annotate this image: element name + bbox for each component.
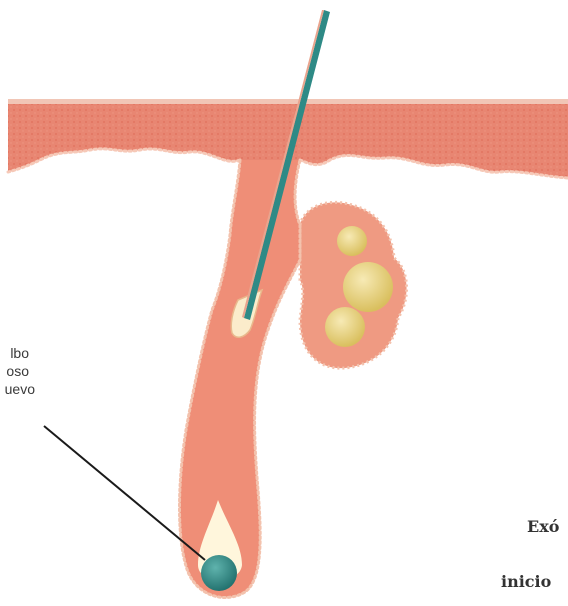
hair-bulb xyxy=(201,555,237,591)
right-label-1: Exó xyxy=(527,518,559,535)
left-label-2: oso xyxy=(6,363,29,380)
sebaceous-gland xyxy=(300,202,407,368)
left-label-1: lbo xyxy=(10,345,29,362)
hair-follicle xyxy=(180,160,301,598)
right-label-2: inicio xyxy=(501,573,551,590)
left-label-3: uevo xyxy=(5,381,35,398)
